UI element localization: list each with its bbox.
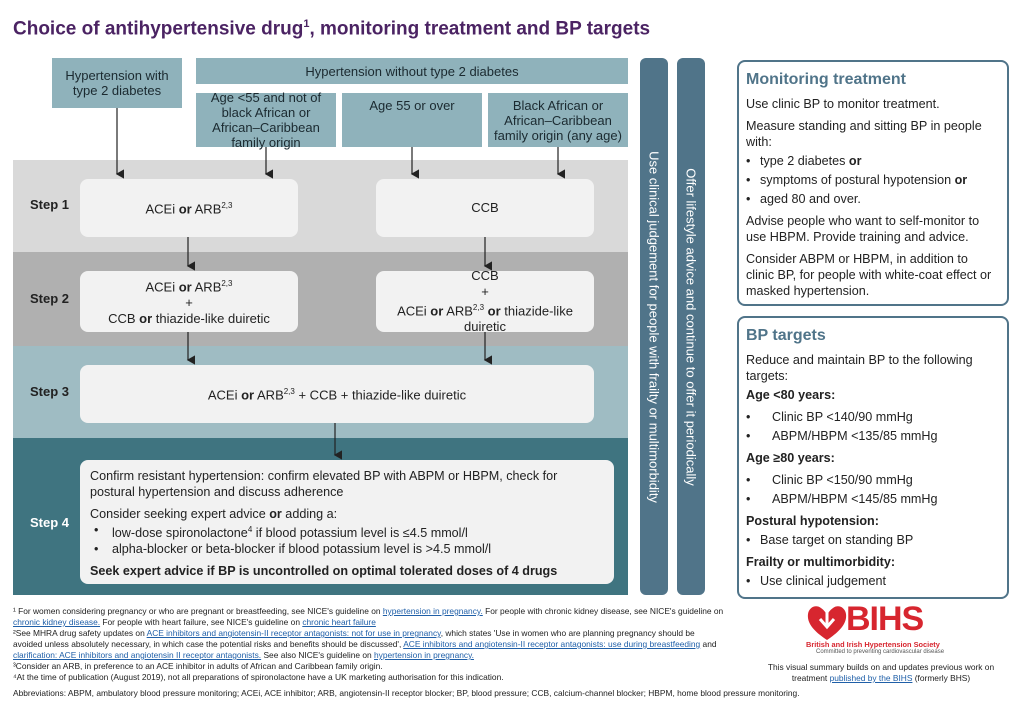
link-hypertension-pregnancy[interactable]: hypertension in pregnancy.: [382, 606, 483, 616]
bihs-logo: BIHS British and Irish Hypertension Soci…: [806, 600, 945, 655]
bihs-link[interactable]: published by the BIHS: [829, 673, 913, 683]
link-chronic-kidney-disease[interactable]: chronic kidney disease.: [13, 617, 101, 627]
header-age-55-over: Age 55 or over: [342, 93, 482, 147]
step4-bullet-spironolactone: low-dose spironolactone4 if blood potass…: [90, 522, 604, 541]
bihs-heart-icon: [807, 604, 847, 640]
link-hypertension-pregnancy-2[interactable]: hypertension in pregnancy.: [374, 650, 474, 660]
step4-consider: Consider seeking expert advice or adding…: [90, 507, 338, 521]
link-chronic-heart-failure[interactable]: chronic heart failure: [302, 617, 376, 627]
step3-label: Step 3: [30, 384, 70, 399]
footnote-2: ²See MHRA drug safety updates on ACE inh…: [13, 628, 717, 660]
page-title: Choice of antihypertensive drug1, monito…: [13, 18, 651, 40]
step4-confirm: Confirm resistant hypertension: confirm …: [90, 469, 558, 499]
step1-acei-arb-box: ACEi or ARB2,3: [80, 179, 298, 237]
step2-right-box: CCB + ACEi or ARB2,3 or thiazide-like du…: [376, 268, 594, 334]
step1-ccb-box: CCB: [376, 179, 594, 237]
step3-box: ACEi or ARB2,3 + CCB + thiazide-like dui…: [80, 365, 594, 423]
footnote-1: ¹ For women considering pregnancy or who…: [13, 606, 724, 627]
footnote-4: ⁴At the time of publication (August 2019…: [13, 672, 504, 682]
bihs-note: This visual summary builds on and update…: [767, 662, 995, 683]
link-mhra-clarification[interactable]: clarification: ACE inhibitors and angiot…: [13, 650, 262, 660]
footnotes: ¹ For women considering pregnancy or who…: [13, 606, 725, 683]
abbreviations: Abbreviations: ABPM, ambulatory blood pr…: [13, 688, 800, 698]
bp-targets-panel: BP targets Reduce and maintain BP to the…: [737, 316, 1009, 599]
step2-left-box: ACEi or ARB2,3 + CCB or thiazide-like du…: [80, 271, 298, 332]
flow-arrows: [115, 108, 566, 460]
step4-label: Step 4: [30, 515, 70, 530]
link-mhra-breastfeeding[interactable]: ACE inhibitors and angiotensin-II recept…: [403, 639, 701, 649]
vbar-lifestyle-advice: Offer lifestyle advice and continue to o…: [677, 58, 705, 595]
header-no-type2-diabetes: Hypertension without type 2 diabetes: [196, 58, 628, 84]
step4-expert: Seek expert advice if BP is uncontrolled…: [90, 564, 558, 579]
step1-label: Step 1: [30, 197, 70, 212]
monitoring-treatment-panel: Monitoring treatment Use clinic BP to mo…: [737, 60, 1009, 306]
header-black-african: Black African or African–Caribbean famil…: [488, 93, 628, 147]
footnote-3: ³Consider an ARB, in preference to an AC…: [13, 661, 383, 671]
step4-bullet-blocker: alpha-blocker or beta-blocker if blood p…: [90, 541, 604, 557]
vbar-clinical-judgement: Use clinical judgement for people with f…: [640, 58, 668, 595]
header-age-under-55: Age <55 and not of black African or Afri…: [196, 90, 336, 150]
header-type2-diabetes: Hypertension with type 2 diabetes: [52, 58, 182, 108]
step4-box: Confirm resistant hypertension: confirm …: [80, 460, 614, 584]
step2-label: Step 2: [30, 291, 70, 306]
link-mhra-pregnancy[interactable]: ACE inhibitors and angiotensin-II recept…: [146, 628, 441, 638]
monitoring-heading: Monitoring treatment: [746, 71, 906, 88]
targets-heading: BP targets: [746, 327, 826, 344]
